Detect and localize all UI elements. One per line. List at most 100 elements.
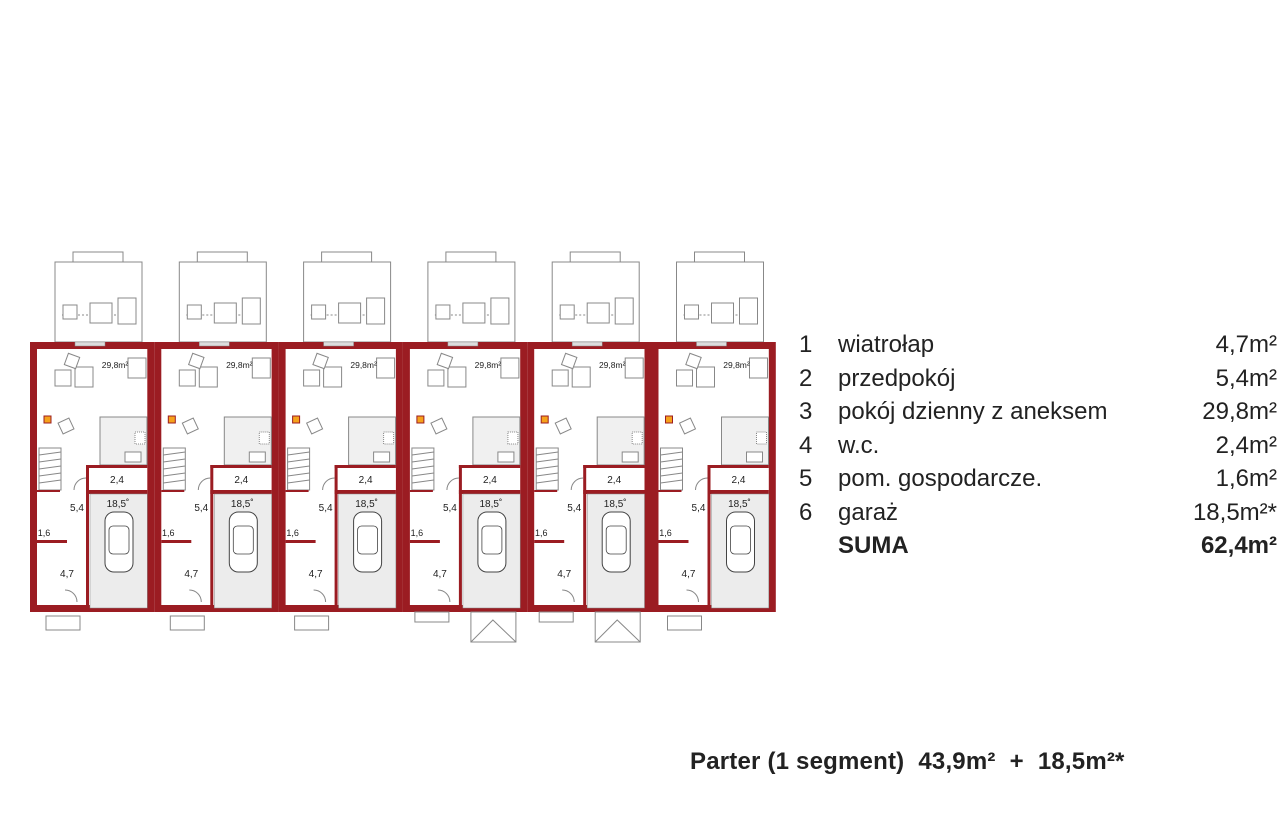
hall-area-label: 5,4 [319, 503, 333, 514]
garden-chair-icon [559, 304, 575, 320]
wc-area-label: 2,4 [234, 475, 248, 486]
door-swing [189, 589, 202, 603]
wc-area-label: 2,4 [359, 475, 373, 486]
living-room-area-label: 29,8m² [350, 360, 377, 370]
armchair-icon [554, 417, 572, 435]
room-area: 1,6m² [1215, 465, 1277, 492]
stair-step [163, 479, 186, 484]
interior-wall [334, 465, 396, 468]
garden-chair-icon [435, 304, 451, 320]
hall-area-label: 5,4 [194, 503, 208, 514]
utility-area-label: 1,6 [38, 528, 51, 538]
garden-chair-icon [186, 304, 202, 320]
car-roof-icon [357, 525, 379, 555]
terrace-step [196, 251, 248, 263]
terrace-step [321, 251, 373, 263]
window [696, 341, 727, 347]
room-area: 29,8m² [1202, 398, 1277, 425]
armchair-icon [305, 417, 324, 435]
stair-step [660, 465, 683, 470]
sofa-icon [74, 366, 94, 388]
door-swing [562, 589, 575, 603]
door-swing [322, 477, 335, 491]
room-number: 4 [799, 431, 813, 459]
sofa-icon [696, 366, 715, 388]
sink-icon [497, 451, 515, 463]
interior-wall [334, 465, 338, 605]
fireplace-icon [416, 415, 425, 424]
stair-step [411, 458, 434, 463]
room-number: 1 [799, 331, 813, 358]
fireplace-icon [167, 415, 176, 424]
interior-wall [210, 465, 214, 605]
interior-wall [37, 540, 67, 543]
room-area: 18,5m²* [1192, 498, 1277, 526]
plus-sign: + [1009, 748, 1024, 775]
door-swing [695, 477, 708, 491]
terrace-step [72, 251, 124, 263]
terrace-step [569, 251, 621, 263]
living-room-area-label: 29,8m² [599, 360, 626, 370]
interior-wall [409, 540, 440, 543]
armchair-icon [436, 352, 454, 370]
room-area: 4,7m² [1215, 331, 1277, 358]
garden-table-icon [462, 302, 486, 324]
interior-wall [86, 465, 148, 468]
interior-wall [583, 490, 645, 494]
garden-table-icon [213, 302, 237, 324]
wc-area-label: 2,4 [607, 475, 621, 486]
car-roof-icon [605, 525, 627, 555]
stair-step [536, 472, 559, 477]
interior-wall [409, 490, 433, 492]
door-swing [570, 477, 584, 491]
interior-wall [86, 490, 148, 494]
car-roof-icon [481, 525, 503, 555]
stair-step [536, 451, 559, 456]
interior-wall [534, 490, 558, 492]
garage-area-label: 18,5˚ [107, 498, 130, 510]
garage-canopy-roof [470, 619, 517, 643]
room-name: pom. gospodarcze. [838, 465, 1043, 492]
garage-area-label: 18,5˚ [728, 498, 751, 510]
vestibule-area-label: 4,7 [682, 569, 696, 580]
door-swing [64, 589, 78, 603]
interior-wall [658, 540, 689, 543]
sum-area: 62,4m² [1200, 532, 1277, 559]
armchair-icon [63, 352, 81, 370]
entry-step [45, 615, 81, 631]
door-swing [197, 477, 211, 491]
fireplace-icon [665, 415, 673, 424]
dining-table-icon [251, 357, 271, 379]
sink-icon [373, 451, 391, 463]
hall-area-label: 5,4 [692, 503, 706, 514]
stove-icon [134, 431, 146, 445]
window [447, 341, 479, 347]
garage-area-label: 18,5˚ [231, 498, 254, 510]
window [74, 341, 106, 347]
vestibule-area-label: 4,7 [60, 569, 74, 580]
armchair-icon [57, 417, 75, 435]
living-room-area-label: 29,8m² [723, 360, 750, 370]
sink-icon [124, 451, 142, 463]
interior-wall [285, 490, 309, 492]
window [571, 341, 603, 347]
garage-canopy [594, 611, 641, 643]
stove-icon [631, 431, 643, 445]
utility-area-label: 1,6 [286, 528, 299, 538]
garden-sofa-icon [490, 297, 510, 325]
floor-area: 43,9m² [918, 748, 996, 775]
armchair-icon [560, 352, 578, 370]
terrace-step [445, 251, 497, 263]
interior-wall [86, 465, 89, 605]
interior-wall [161, 490, 185, 492]
sofa-icon [447, 366, 467, 388]
room-area: 5,4m² [1215, 364, 1277, 392]
stair-step [38, 451, 62, 456]
garden-sofa-icon [366, 297, 386, 325]
armchair-icon [312, 352, 329, 370]
